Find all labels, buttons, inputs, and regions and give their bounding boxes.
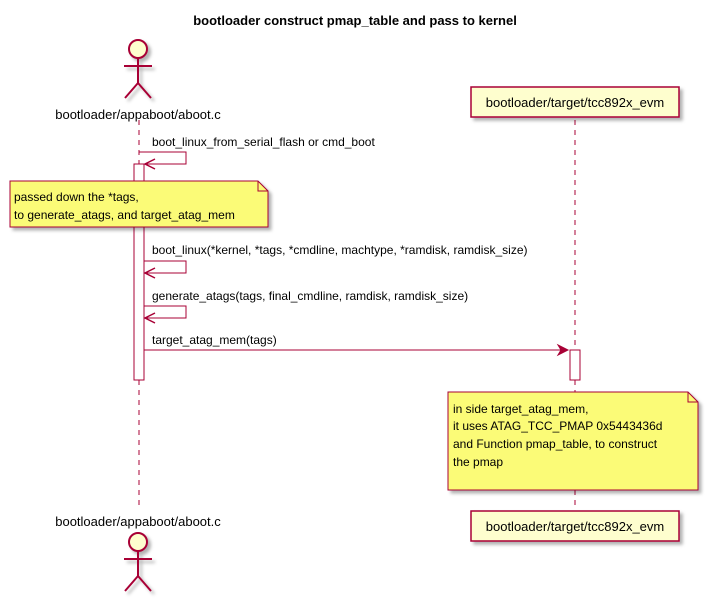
target-top-label: bootloader/target/tcc892x_evm (486, 95, 665, 110)
message-3-arrow (144, 305, 187, 319)
message-3-label: generate_atags(tags, final_cmdline, ramd… (152, 289, 468, 303)
actor-activation-bar (133, 163, 145, 381)
actor-top-figure-icon (124, 39, 152, 99)
target-participant-top: bootloader/target/tcc892x_evm (470, 86, 680, 118)
target-activation-bar (569, 349, 581, 381)
actor-top-label: bootloader/appaboot/aboot.c (55, 107, 221, 122)
message-1-label: boot_linux_from_serial_flash or cmd_boot (152, 135, 375, 149)
message-2-arrow (144, 260, 187, 274)
note-2-line-4: the pmap (453, 455, 503, 469)
diagram-title: bootloader construct pmap_table and pass… (193, 13, 517, 28)
note-2-line-1: in side target_atag_mem, (453, 402, 588, 416)
note-1: passed down the *tags, to generate_atags… (9, 180, 269, 228)
message-4-label: target_atag_mem(tags) (152, 333, 277, 347)
message-2-arrowhead (143, 267, 156, 279)
note-2-line-2: it uses ATAG_TCC_PMAP 0x5443436d (453, 419, 662, 433)
message-1-arrow (139, 151, 187, 165)
note-2: in side target_atag_mem, it uses ATAG_TC… (447, 391, 699, 491)
target-participant-bottom: bootloader/target/tcc892x_evm (470, 510, 680, 542)
note-1-line-1: passed down the *tags, (14, 190, 139, 204)
actor-bottom-label: bootloader/appaboot/aboot.c (55, 514, 221, 529)
target-bottom-label: bootloader/target/tcc892x_evm (486, 519, 665, 534)
message-4-arrowhead (556, 343, 570, 357)
message-2-label: boot_linux(*kernel, *tags, *cmdline, mac… (152, 243, 528, 257)
actor-bottom-figure-icon (124, 532, 152, 592)
message-1-arrowhead (143, 158, 156, 170)
message-3-arrowhead (143, 312, 156, 324)
note-1-line-2: to generate_atags, and target_atag_mem (14, 208, 235, 222)
note-2-line-3: and Function pmap_table, to construct (453, 437, 658, 451)
